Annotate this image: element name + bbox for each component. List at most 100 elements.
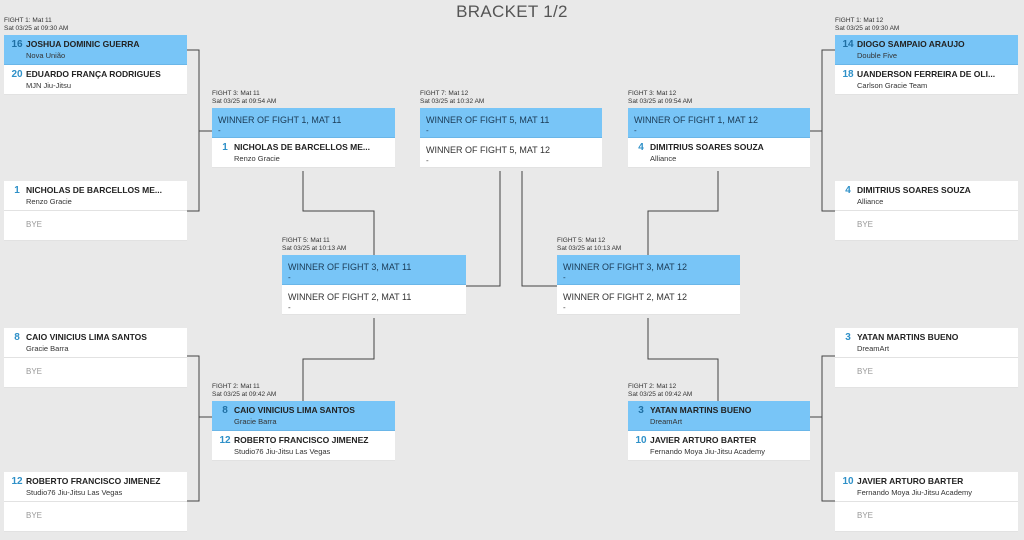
seed-number: 4 bbox=[638, 142, 644, 153]
competitor-team: Fernando Moya Jiu-Jitsu Academy bbox=[857, 488, 973, 497]
pending-slot[interactable]: WINNER OF FIGHT 2, MAT 12 - bbox=[557, 285, 740, 315]
pending-text: WINNER OF FIGHT 2, MAT 11 bbox=[288, 292, 412, 302]
fight-3-mat-11[interactable]: FIGHT 3: Mat 11 Sat 03/25 at 09:54 AM WI… bbox=[212, 90, 395, 170]
fight-1-mat-12[interactable]: FIGHT 1: Mat 12 Sat 03/25 at 09:30 AM 14… bbox=[835, 17, 1018, 97]
competitor-team: Nova União bbox=[26, 51, 66, 60]
bye-slot: BYE bbox=[4, 502, 187, 532]
competitor-team: Renzo Gracie bbox=[234, 154, 280, 163]
fight-1-mat-11[interactable]: FIGHT 1: Mat 11 Sat 03/25 at 09:30 AM 16… bbox=[4, 17, 187, 97]
competitor-slot[interactable]: 10 JAVIER ARTURO BARTER Fernando Moya Ji… bbox=[628, 431, 810, 461]
competitor-team: Alliance bbox=[650, 154, 677, 163]
pending-text: WINNER OF FIGHT 3, MAT 12 bbox=[563, 262, 688, 272]
competitor-slot[interactable]: 4 DIMITRIUS SOARES SOUZA Alliance bbox=[835, 181, 1018, 211]
fight-2-mat-12[interactable]: FIGHT 2: Mat 12 Sat 03/25 at 09:42 AM 3 … bbox=[628, 383, 810, 463]
fight-2-mat-11[interactable]: FIGHT 2: Mat 11 Sat 03/25 at 09:42 AM 8 … bbox=[212, 383, 395, 463]
competitor-name: DIOGO SAMPAIO ARAUJO bbox=[857, 39, 965, 49]
competitor-name: JOSHUA DOMINIC GUERRA bbox=[26, 39, 140, 49]
competitor-slot[interactable]: 16 JOSHUA DOMINIC GUERRA Nova União bbox=[4, 35, 187, 65]
seed-number: 10 bbox=[842, 476, 854, 487]
competitor-team: Double Five bbox=[857, 51, 898, 60]
competitor-name: UANDERSON FERREIRA DE OLI... bbox=[857, 69, 996, 79]
seed-number: 12 bbox=[11, 476, 23, 487]
bye-label: BYE bbox=[26, 220, 43, 229]
competitor-slot[interactable]: 20 EDUARDO FRANÇA RODRIGUES MJN Jiu-Jits… bbox=[4, 65, 187, 95]
pending-slot[interactable]: WINNER OF FIGHT 5, MAT 12 - bbox=[420, 138, 602, 168]
competitor-slot[interactable]: 4 DIMITRIUS SOARES SOUZA Alliance bbox=[628, 138, 810, 168]
pending-sub: - bbox=[563, 273, 566, 282]
seed-number: 3 bbox=[638, 405, 644, 416]
pending-sub: - bbox=[634, 126, 637, 135]
pending-text: WINNER OF FIGHT 5, MAT 12 bbox=[426, 145, 551, 155]
competitor-slot[interactable]: 1 NICHOLAS DE BARCELLOS ME... Renzo Grac… bbox=[212, 138, 395, 168]
bracket-title: BRACKET 1/2 bbox=[456, 2, 568, 21]
competitor-name: JAVIER ARTURO BARTER bbox=[857, 476, 964, 486]
fight-bye-dimitrius[interactable]: 4 DIMITRIUS SOARES SOUZA Alliance BYE bbox=[835, 181, 1018, 242]
pending-slot[interactable]: WINNER OF FIGHT 1, MAT 11 - bbox=[212, 108, 395, 138]
fight-5-mat-12[interactable]: FIGHT 5: Mat 12 Sat 03/25 at 10:13 AM WI… bbox=[557, 237, 740, 317]
fight-bye-nicholas[interactable]: 1 NICHOLAS DE BARCELLOS ME... Renzo Grac… bbox=[4, 181, 187, 242]
competitor-team: Renzo Gracie bbox=[26, 197, 72, 206]
competitor-team: DreamArt bbox=[857, 344, 890, 353]
competitor-team: DreamArt bbox=[650, 417, 683, 426]
seed-number: 14 bbox=[842, 39, 854, 50]
competitor-name: YATAN MARTINS BUENO bbox=[650, 405, 752, 415]
bye-slot: BYE bbox=[835, 211, 1018, 241]
pending-slot[interactable]: WINNER OF FIGHT 1, MAT 12 - bbox=[628, 108, 810, 138]
seed-number: 16 bbox=[11, 39, 23, 50]
competitor-team: Carlson Gracie Team bbox=[857, 81, 928, 90]
pending-slot[interactable]: WINNER OF FIGHT 3, MAT 12 - bbox=[557, 255, 740, 285]
competitor-name: DIMITRIUS SOARES SOUZA bbox=[857, 185, 971, 195]
fight-7-mat-12[interactable]: FIGHT 7: Mat 12 Sat 03/25 at 10:32 AM WI… bbox=[420, 90, 602, 170]
competitor-name: YATAN MARTINS BUENO bbox=[857, 332, 959, 342]
competitor-slot[interactable]: 14 DIOGO SAMPAIO ARAUJO Double Five bbox=[835, 35, 1018, 65]
competitor-slot[interactable]: 8 CAIO VINICIUS LIMA SANTOS Gracie Barra bbox=[212, 401, 395, 431]
competitor-slot[interactable]: 12 ROBERTO FRANCISCO JIMENEZ Studio76 Ji… bbox=[212, 431, 395, 461]
fight-bye-javier[interactable]: 10 JAVIER ARTURO BARTER Fernando Moya Ji… bbox=[835, 472, 1018, 533]
competitor-slot[interactable]: 10 JAVIER ARTURO BARTER Fernando Moya Ji… bbox=[835, 472, 1018, 502]
competitor-team: Studio76 Jiu-Jitsu Las Vegas bbox=[234, 447, 331, 456]
competitor-name: ROBERTO FRANCISCO JIMENEZ bbox=[234, 435, 369, 445]
fight-info: FIGHT 3: Mat 12 Sat 03/25 at 09:54 AM bbox=[628, 90, 693, 105]
competitor-name: ROBERTO FRANCISCO JIMENEZ bbox=[26, 476, 161, 486]
competitor-slot[interactable]: 8 CAIO VINICIUS LIMA SANTOS Gracie Barra bbox=[4, 328, 187, 358]
fight-5-mat-11[interactable]: FIGHT 5: Mat 11 Sat 03/25 at 10:13 AM WI… bbox=[282, 237, 466, 317]
seed-number: 10 bbox=[635, 435, 647, 446]
competitor-slot[interactable]: 1 NICHOLAS DE BARCELLOS ME... Renzo Grac… bbox=[4, 181, 187, 211]
fight-bye-caio[interactable]: 8 CAIO VINICIUS LIMA SANTOS Gracie Barra… bbox=[4, 328, 187, 389]
seed-number: 12 bbox=[219, 435, 231, 446]
competitor-name: CAIO VINICIUS LIMA SANTOS bbox=[26, 332, 147, 342]
pending-text: WINNER OF FIGHT 1, MAT 12 bbox=[634, 115, 759, 125]
pending-slot[interactable]: WINNER OF FIGHT 2, MAT 11 - bbox=[282, 285, 466, 315]
competitor-team: Gracie Barra bbox=[26, 344, 69, 353]
pending-sub: - bbox=[426, 126, 429, 135]
pending-text: WINNER OF FIGHT 5, MAT 11 bbox=[426, 115, 550, 125]
bye-slot: BYE bbox=[835, 502, 1018, 532]
competitor-name: NICHOLAS DE BARCELLOS ME... bbox=[234, 142, 371, 152]
competitor-slot[interactable]: 12 ROBERTO FRANCISCO JIMENEZ Studio76 Ji… bbox=[4, 472, 187, 502]
pending-sub: - bbox=[218, 126, 221, 135]
competitor-slot[interactable]: 3 YATAN MARTINS BUENO DreamArt bbox=[835, 328, 1018, 358]
pending-slot[interactable]: WINNER OF FIGHT 3, MAT 11 - bbox=[282, 255, 466, 285]
fight-3-mat-12[interactable]: FIGHT 3: Mat 12 Sat 03/25 at 09:54 AM WI… bbox=[628, 90, 810, 170]
pending-sub: - bbox=[563, 303, 566, 312]
competitor-name: EDUARDO FRANÇA RODRIGUES bbox=[26, 69, 161, 79]
competitor-team: Studio76 Jiu-Jitsu Las Vegas bbox=[26, 488, 123, 497]
fight-info: FIGHT 3: Mat 11 Sat 03/25 at 09:54 AM bbox=[212, 90, 277, 105]
fight-info: FIGHT 2: Mat 11 Sat 03/25 at 09:42 AM bbox=[212, 383, 277, 398]
fight-bye-roberto[interactable]: 12 ROBERTO FRANCISCO JIMENEZ Studio76 Ji… bbox=[4, 472, 187, 533]
fight-bye-yatan[interactable]: 3 YATAN MARTINS BUENO DreamArt BYE bbox=[835, 328, 1018, 389]
pending-slot[interactable]: WINNER OF FIGHT 5, MAT 11 - bbox=[420, 108, 602, 138]
competitor-slot[interactable]: 3 YATAN MARTINS BUENO DreamArt bbox=[628, 401, 810, 431]
pending-text: WINNER OF FIGHT 1, MAT 11 bbox=[218, 115, 342, 125]
seed-number: 18 bbox=[842, 69, 854, 80]
competitor-team: MJN Jiu-Jitsu bbox=[26, 81, 72, 90]
seed-number: 1 bbox=[14, 185, 20, 196]
seed-number: 4 bbox=[845, 185, 851, 196]
seed-number: 20 bbox=[11, 69, 23, 80]
competitor-team: Alliance bbox=[857, 197, 884, 206]
pending-sub: - bbox=[288, 303, 291, 312]
competitor-slot[interactable]: 18 UANDERSON FERREIRA DE OLI... Carlson … bbox=[835, 65, 1018, 95]
bye-label: BYE bbox=[26, 367, 43, 376]
fight-info: FIGHT 5: Mat 11 Sat 03/25 at 10:13 AM bbox=[282, 237, 347, 252]
